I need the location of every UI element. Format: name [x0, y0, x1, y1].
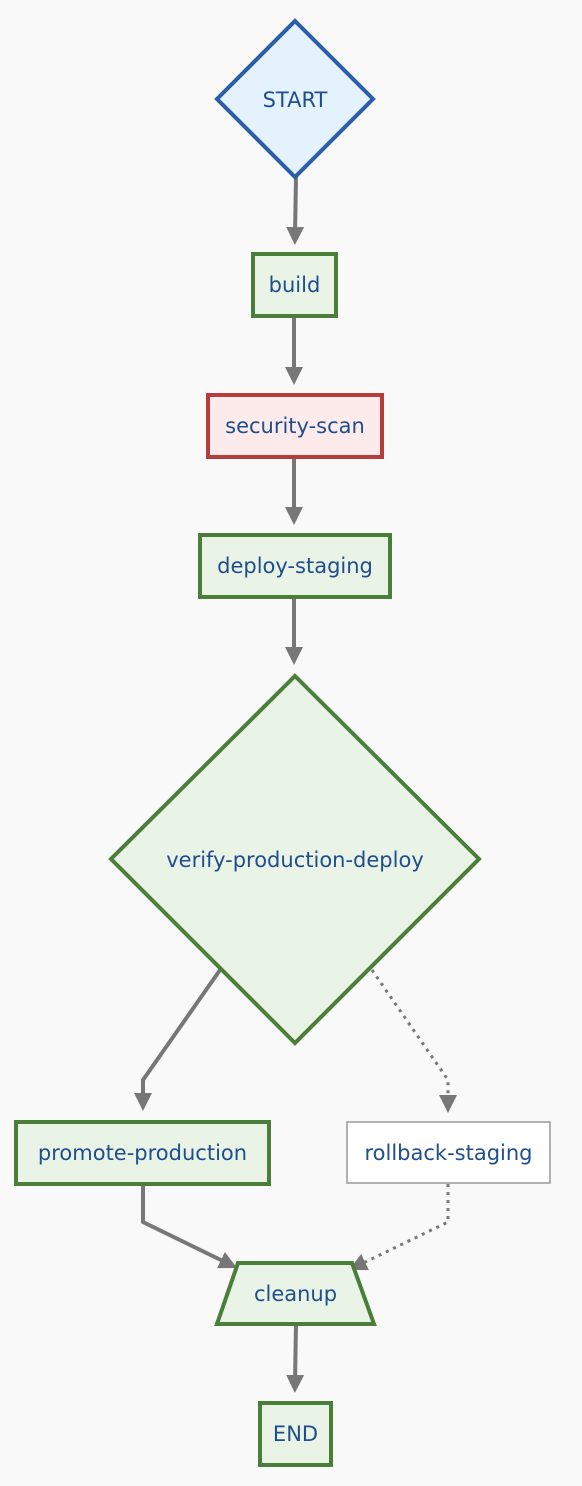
node-start-label: START [263, 88, 328, 112]
node-end-label: END [273, 1422, 318, 1446]
node-cleanup-label: cleanup [254, 1282, 337, 1306]
node-rollback-staging-label: rollback-staging [364, 1141, 532, 1165]
edge-verify-to-rollback-staging [370, 969, 457, 1113]
start-diamond-shape [214, 18, 376, 180]
node-end[interactable]: END [258, 1401, 333, 1467]
node-verify-production-deploy-label: verify-production-deploy [166, 848, 424, 872]
node-deploy-staging-label: deploy-staging [217, 554, 373, 578]
node-verify-production-deploy[interactable]: verify-production-deploy [108, 673, 482, 1046]
node-security-scan[interactable]: security-scan [206, 393, 384, 459]
verify-diamond-shape [108, 673, 482, 1046]
node-cleanup[interactable]: cleanup [214, 1261, 377, 1326]
build-box-shape [251, 252, 338, 318]
node-promote-production[interactable]: promote-production [14, 1120, 271, 1186]
node-security-scan-label: security-scan [225, 414, 365, 438]
node-start[interactable]: START [214, 18, 376, 180]
node-rollback-staging[interactable]: rollback-staging [346, 1121, 551, 1184]
security-scan-box-shape [206, 393, 384, 459]
node-build-label: build [269, 273, 321, 297]
deploy-staging-box-shape [198, 533, 392, 599]
cleanup-trapezoid-shape [214, 1261, 377, 1326]
promote-production-box-shape [14, 1120, 271, 1186]
node-promote-production-label: promote-production [38, 1141, 247, 1165]
end-box-shape [258, 1401, 333, 1467]
node-deploy-staging[interactable]: deploy-staging [198, 533, 392, 599]
edge-cleanup-to-end [286, 1323, 305, 1393]
rollback-staging-box-shape [346, 1121, 551, 1184]
edge-start-to-build [286, 175, 305, 245]
node-build[interactable]: build [251, 252, 338, 318]
edge-promote-production-to-cleanup [141, 1184, 238, 1269]
edge-verify-to-promote-production [134, 968, 222, 1111]
edge-rollback-staging-to-cleanup [348, 1184, 450, 1271]
